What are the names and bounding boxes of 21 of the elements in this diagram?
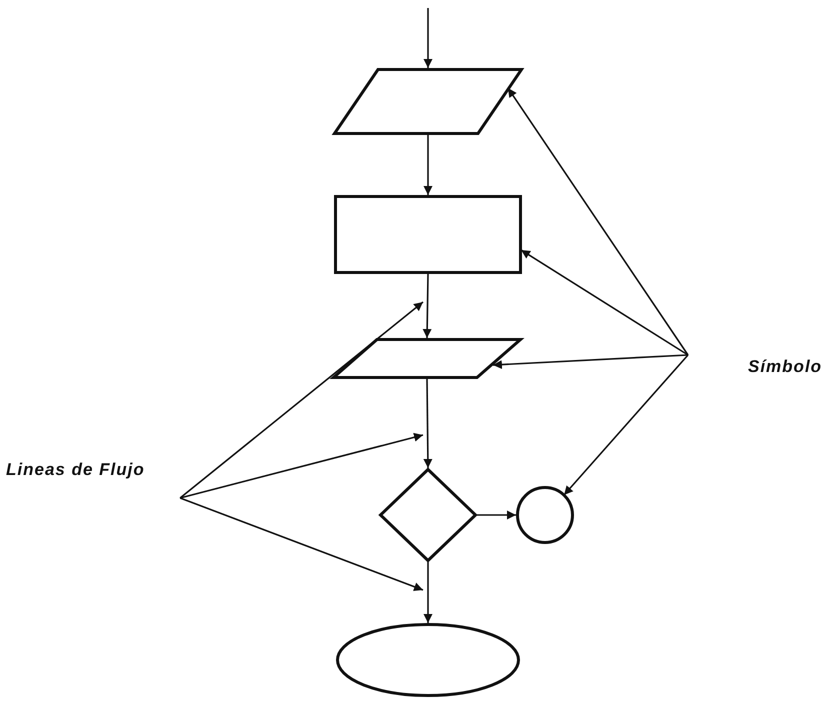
process-box <box>334 195 522 274</box>
flow-arrow <box>477 510 516 520</box>
flow-arrow <box>424 135 432 195</box>
flow-arrow <box>423 379 432 468</box>
leader-line <box>520 249 688 356</box>
leader-line <box>507 88 689 356</box>
callout-label: Lineas de Flujo <box>6 460 145 480</box>
leader-line <box>492 354 688 370</box>
callout-label: Símbolo <box>748 357 822 377</box>
flow-arrow <box>422 274 432 338</box>
terminal-ellipse <box>336 623 520 697</box>
leader-line <box>180 301 424 499</box>
leader-line <box>180 497 424 592</box>
leader-line <box>563 354 689 496</box>
flow-arrow <box>424 562 432 623</box>
decision-diamond <box>379 468 477 562</box>
leader-line <box>180 432 424 499</box>
parallelogram-shape <box>332 338 522 379</box>
connector-circle <box>516 486 574 544</box>
flow-arrow <box>424 8 432 68</box>
parallelogram-shape <box>333 68 523 135</box>
